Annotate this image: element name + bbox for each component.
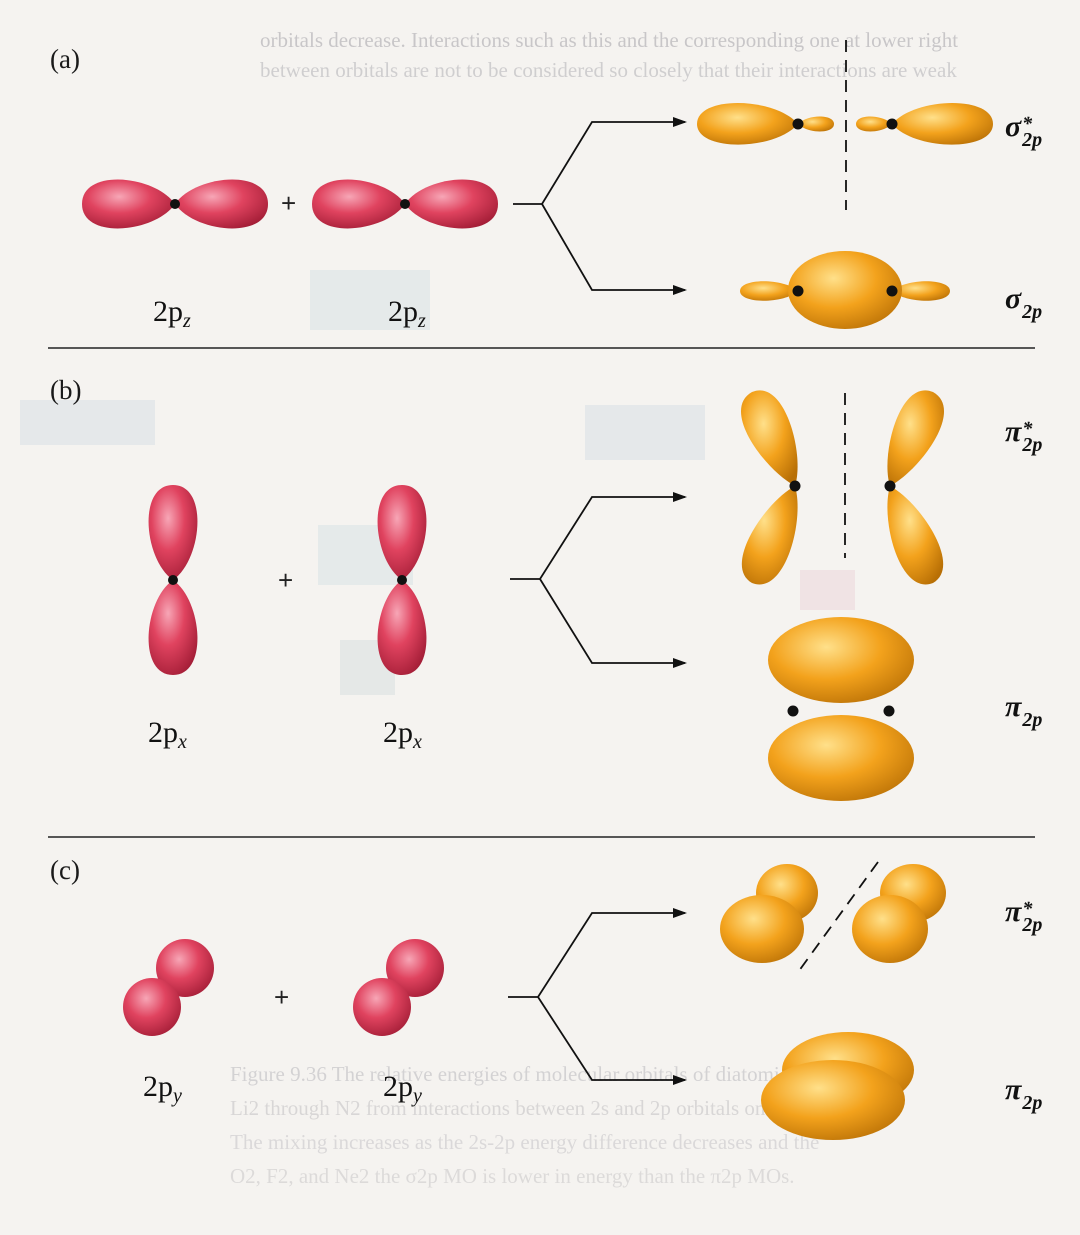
panel-label-c: (c)	[50, 855, 80, 886]
mo-sigma-2p	[740, 251, 950, 329]
nucleus-dot	[170, 199, 180, 209]
panel-label-b: (b)	[50, 375, 81, 406]
bleed-block	[800, 570, 855, 610]
bleed-block	[20, 400, 155, 445]
nucleus-dot	[887, 119, 898, 130]
mo-pi-2p-c	[761, 1032, 914, 1140]
mo-pi-2p-b	[768, 617, 914, 801]
orbital-label-2px-right: 2px	[383, 716, 422, 754]
nucleus-dot	[793, 286, 804, 297]
atomic-orbital-2pz-right	[312, 180, 498, 229]
mo-label-pi-star-2p-c: π*2p	[1005, 895, 1042, 933]
mo-pi-star-2p-c	[720, 862, 946, 975]
mo-label-pi-star-2p-b: π*2p	[1005, 415, 1042, 453]
orbital-label-2pz-right: 2pz	[388, 295, 426, 333]
nucleus-dot	[168, 575, 178, 585]
plus-sign: +	[278, 565, 293, 596]
combination-arrows-a	[513, 122, 685, 290]
mo-sigma-star-2p	[697, 40, 993, 210]
panel-label-a: (a)	[50, 44, 80, 75]
combination-arrows-b	[510, 497, 685, 663]
atomic-orbital-2pz-left	[82, 180, 268, 229]
mo-pi-star-2p-b	[741, 390, 944, 584]
orbital-label-2pz-left: 2pz	[153, 295, 191, 333]
orbital-label-2py-left: 2py	[143, 1070, 182, 1108]
nucleus-dot	[793, 119, 804, 130]
nucleus-dot	[790, 481, 801, 492]
orbital-label-2px-left: 2px	[148, 716, 187, 754]
nucleus-dot	[885, 481, 896, 492]
nucleus-dot	[397, 575, 407, 585]
atomic-orbital-2py-right	[353, 939, 444, 1036]
plus-sign: +	[274, 982, 289, 1013]
nucleus-dot	[884, 706, 895, 717]
nucleus-dot	[788, 706, 799, 717]
plus-sign: +	[281, 188, 296, 219]
atomic-orbital-2py-left	[123, 939, 214, 1036]
nucleus-dot	[887, 286, 898, 297]
nucleus-dot	[400, 199, 410, 209]
orbital-label-2py-right: 2py	[383, 1070, 422, 1108]
bleed-through-shapes	[20, 270, 855, 695]
bleed-block	[585, 405, 705, 460]
combination-arrows-c	[508, 913, 685, 1080]
mo-label-sigma-star-2p: σ*2p	[1005, 110, 1042, 148]
atomic-orbital-2px-left	[149, 485, 198, 675]
